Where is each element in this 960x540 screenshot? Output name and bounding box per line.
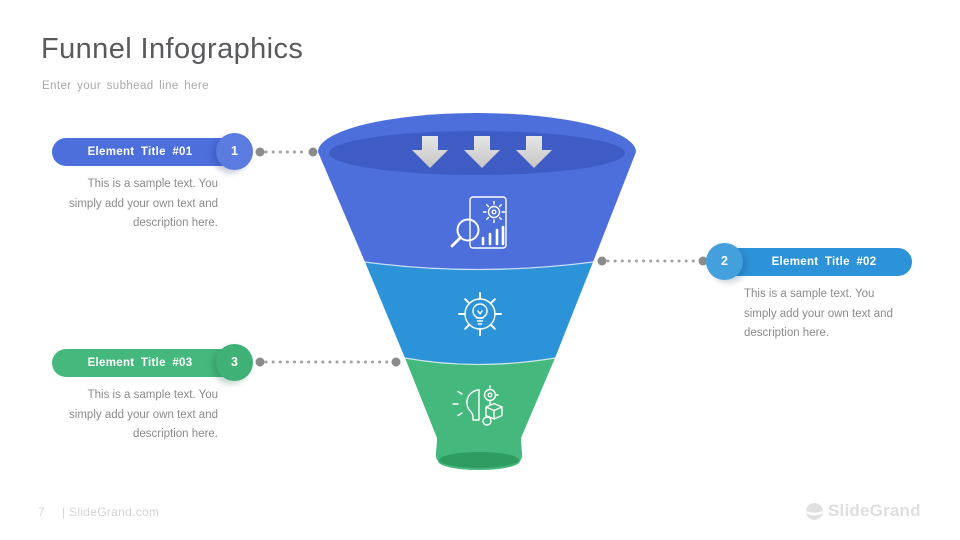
- connector-dot: [255, 357, 265, 367]
- element-2-pill: Element Title #02: [712, 248, 912, 276]
- down-arrow-icon: [464, 136, 500, 168]
- down-arrow-icon: [412, 136, 448, 168]
- element-3-number-badge: 3: [216, 344, 253, 381]
- funnel-outlet: [439, 452, 519, 468]
- element-1-number-badge: 1: [216, 133, 253, 170]
- connector-dot: [698, 256, 708, 266]
- brand-logo-text: SlideGrand: [828, 501, 921, 520]
- footer-site-text: | SlideGrand.com: [62, 505, 160, 519]
- slidegrand-logo-icon: [806, 502, 823, 520]
- analysis-report-icon: [450, 196, 507, 249]
- connector-dot: [255, 147, 265, 157]
- stage-divider-line: [364, 261, 594, 271]
- gear-bulb-icon: [458, 292, 502, 336]
- page-number: 7: [38, 505, 45, 519]
- page-title: Funnel Infographics: [41, 33, 304, 65]
- bulb-gear-cube-icon: [452, 385, 503, 426]
- connector-dot: [391, 357, 401, 367]
- element-3-description: This is a sample text. You simply add yo…: [69, 389, 218, 440]
- connector-dot: [597, 256, 607, 266]
- element-2-number-badge: 2: [706, 243, 743, 280]
- connector-lines: [255, 147, 708, 367]
- down-arrows-icon: [412, 136, 552, 168]
- down-arrow-icon: [516, 136, 552, 168]
- page-subtitle: Enter your subhead line here: [42, 80, 209, 92]
- stage-divider-line: [404, 357, 556, 366]
- funnel-stage-3: [405, 358, 555, 470]
- element-2-description: This is a sample text. You simply add yo…: [744, 288, 893, 339]
- brand-logo: SlideGrand: [805, 501, 921, 521]
- element-1-description: This is a sample text. You simply add yo…: [69, 178, 218, 229]
- connector-dot: [308, 147, 318, 157]
